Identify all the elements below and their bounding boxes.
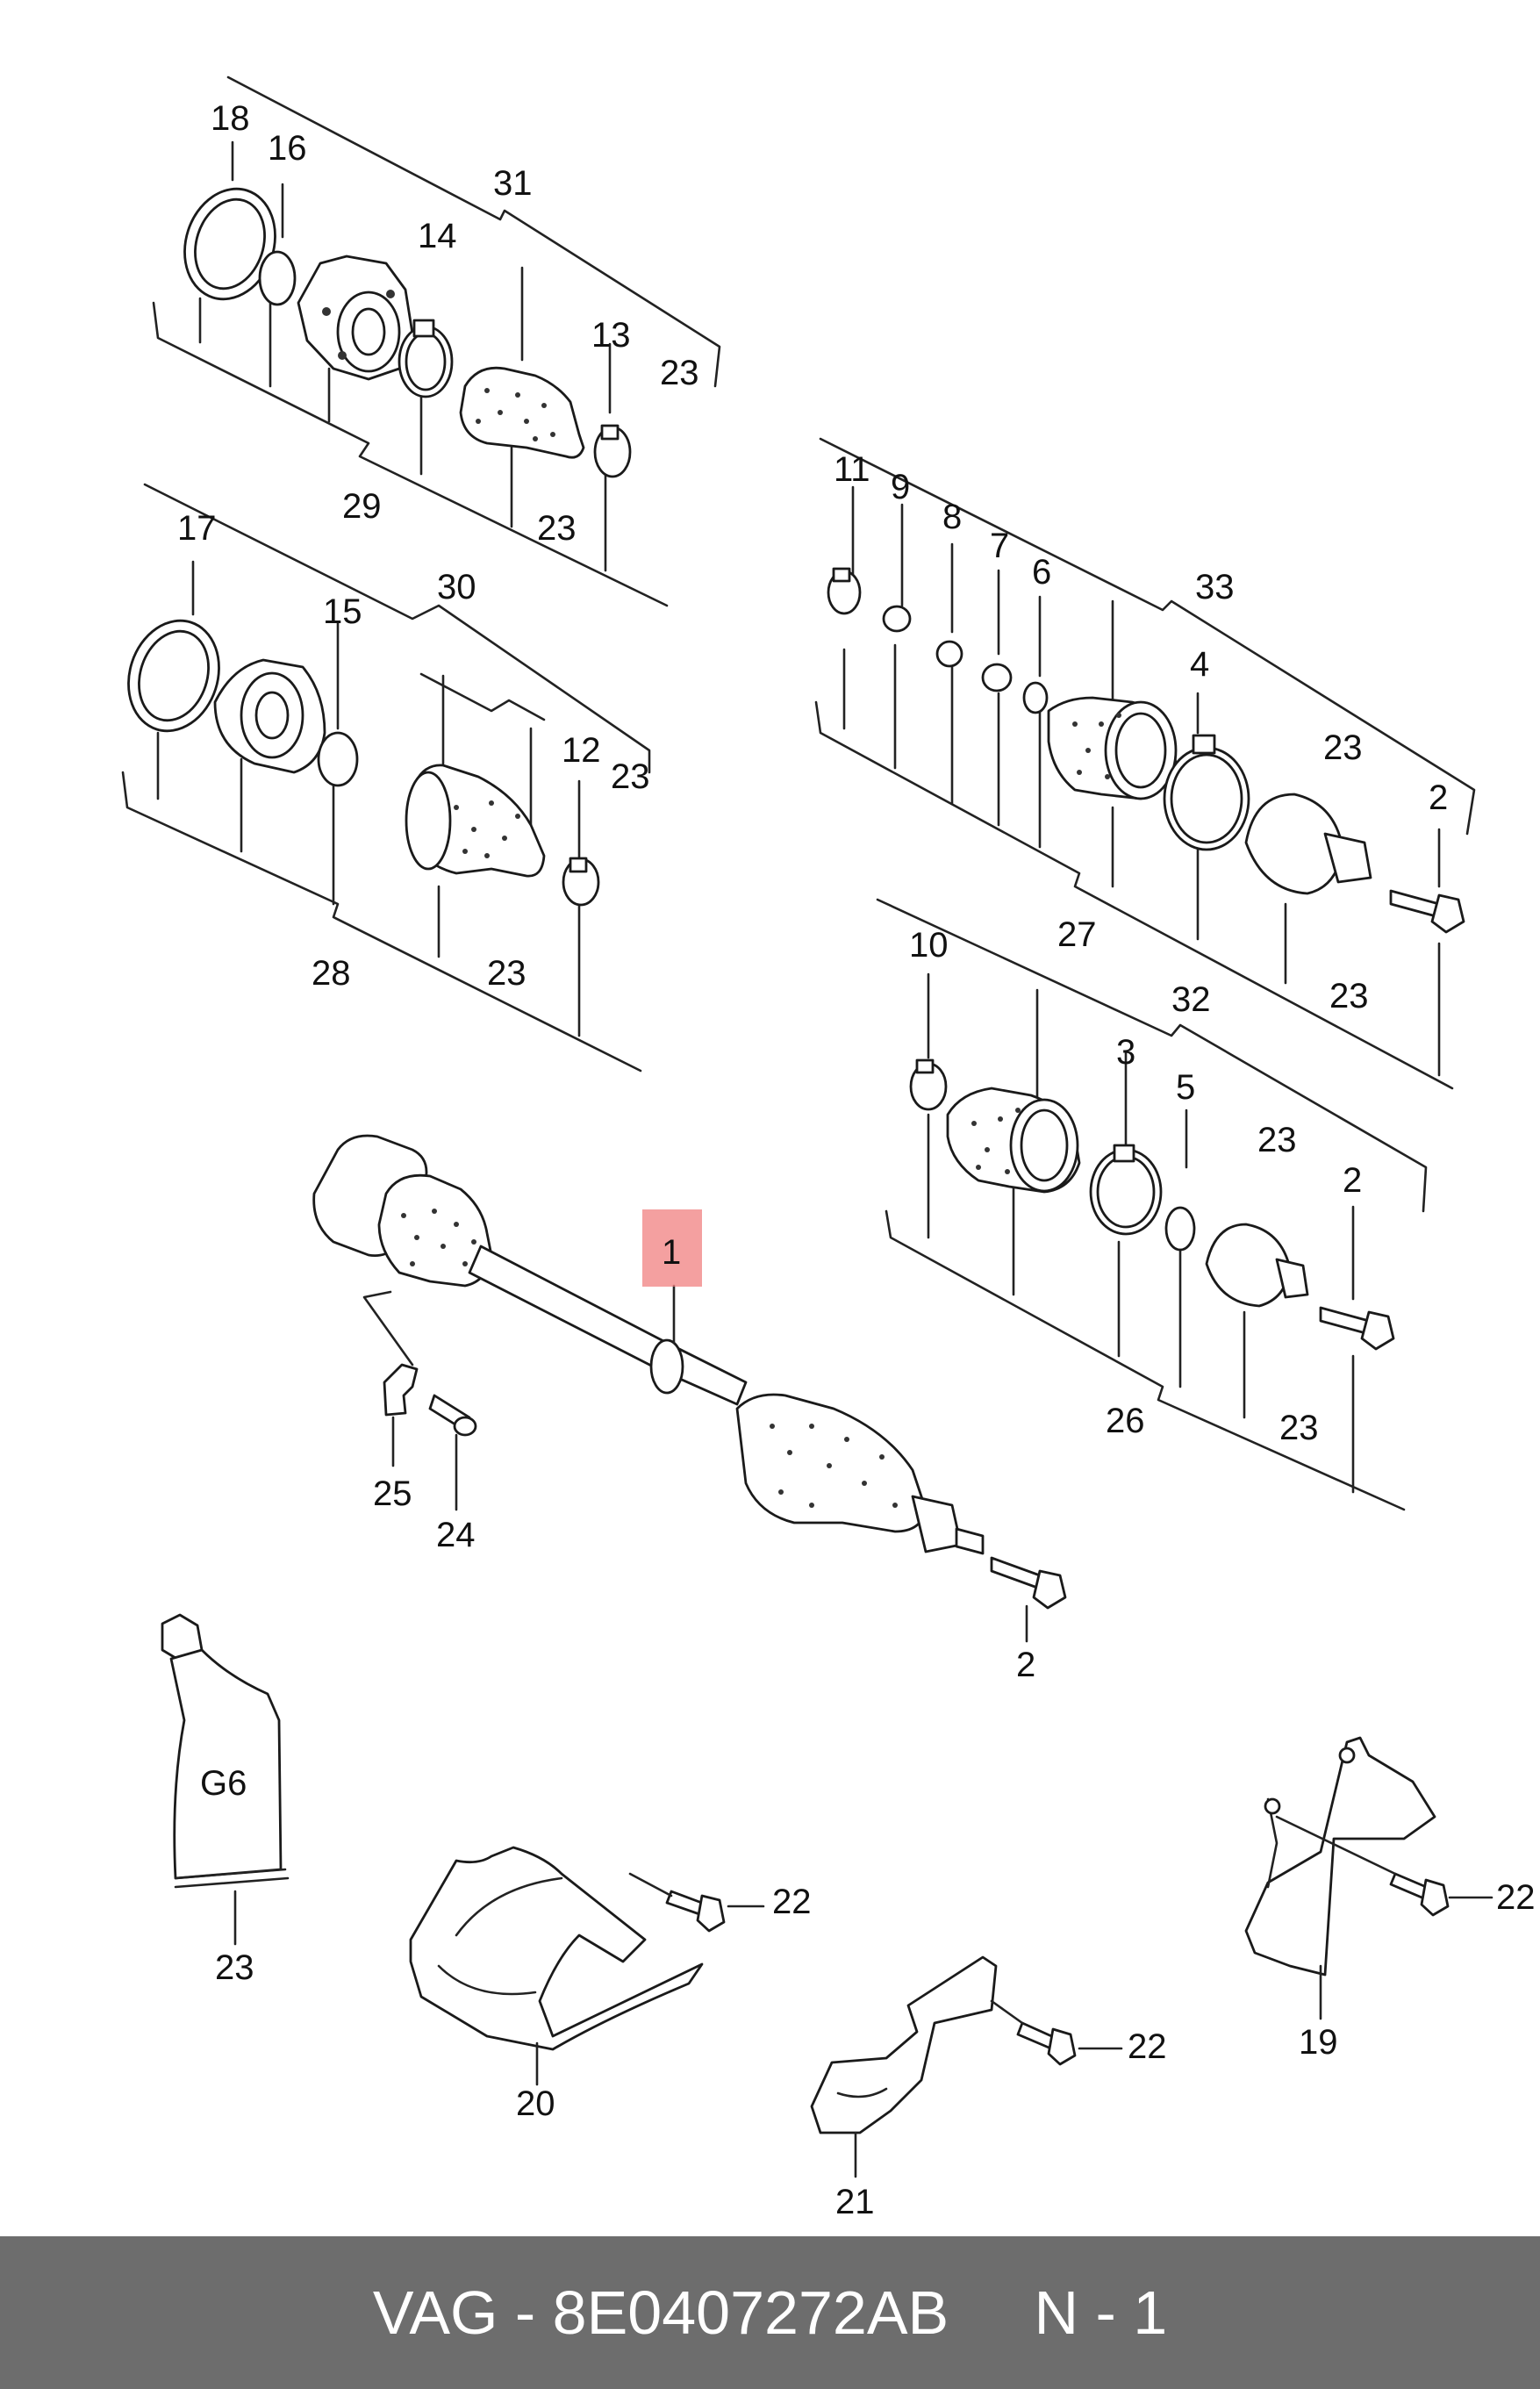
callout-12: 12 xyxy=(562,731,601,770)
group-31-outer-cv-kit xyxy=(152,75,721,607)
axle-shaft xyxy=(468,1245,748,1406)
grease-tube-23: G6 xyxy=(161,1613,290,1946)
callout-20: 20 xyxy=(516,2084,555,2123)
callout-23-group33-right: 23 xyxy=(1323,728,1363,767)
callout-23-group31-bottom: 23 xyxy=(537,509,577,548)
callout-32: 32 xyxy=(1171,980,1211,1019)
circlip-16 xyxy=(258,250,297,306)
callout-6: 6 xyxy=(1032,553,1051,592)
callout-9: 9 xyxy=(891,468,910,506)
exploded-parts-diagram: G6 18 16 31 14 xyxy=(121,75,1536,2221)
part-number-caption: VAG - 8E0407272AB N - 1 xyxy=(372,2278,1168,2347)
callout-7: 7 xyxy=(990,527,1009,565)
bracket-21 xyxy=(810,1955,1123,2178)
heat-shield-19 xyxy=(1244,1736,1493,2020)
washer-9 xyxy=(882,605,912,633)
damper-ring xyxy=(649,1338,684,1395)
callout-22-bracket21: 22 xyxy=(1128,2027,1167,2066)
circlip-6 xyxy=(1022,681,1049,714)
callout-19: 19 xyxy=(1299,2023,1338,2062)
callout-2-group32: 2 xyxy=(1343,1161,1362,1200)
callout-30: 30 xyxy=(437,568,476,606)
callout-33: 33 xyxy=(1195,568,1235,606)
callout-13: 13 xyxy=(591,316,631,355)
callout-5: 5 xyxy=(1176,1068,1195,1107)
tube-label: G6 xyxy=(200,1764,247,1803)
callout-1: 1 xyxy=(662,1233,681,1272)
callout-23-group30-bottom: 23 xyxy=(487,954,526,993)
callout-22-shield20: 22 xyxy=(772,1883,812,1921)
group-30-inner-cv-kit xyxy=(121,483,651,1073)
callout-11: 11 xyxy=(834,450,870,489)
callout-10: 10 xyxy=(909,926,949,965)
washer-8 xyxy=(935,640,963,668)
callout-23-group30-right: 23 xyxy=(611,757,650,796)
callout-29: 29 xyxy=(342,487,382,526)
callout-26: 26 xyxy=(1106,1402,1145,1440)
callout-28: 28 xyxy=(312,954,351,993)
drive-shaft-assembly-1 xyxy=(312,1134,1067,1643)
callout-23-group33-bottom: 23 xyxy=(1329,977,1369,1015)
callout-22-shield19: 22 xyxy=(1496,1878,1536,1917)
bolt-2-lower xyxy=(990,1556,1042,1590)
callout-23-tube: 23 xyxy=(215,1948,254,1987)
circlip-5 xyxy=(1164,1206,1196,1252)
callout-31: 31 xyxy=(493,164,533,203)
outer-cv-stub xyxy=(911,1495,963,1553)
callout-23-group31-right: 23 xyxy=(660,354,699,392)
cv-boot-31 xyxy=(459,366,585,459)
bracket-25 xyxy=(383,1363,419,1417)
callout-4: 4 xyxy=(1190,645,1209,684)
group-32-outer-cv-kit xyxy=(876,898,1428,1511)
callout-8: 8 xyxy=(942,498,962,536)
bolt-2-upper xyxy=(1389,889,1441,919)
spacer-7 xyxy=(981,663,1013,692)
seal-ring-18-inner xyxy=(194,197,266,291)
callout-23-group32-bottom: 23 xyxy=(1279,1409,1319,1447)
highlight-box xyxy=(642,1209,702,1287)
group-33-outer-cv-kit xyxy=(814,437,1476,1090)
callout-15: 15 xyxy=(323,592,362,631)
callout-23-group32-right: 23 xyxy=(1257,1121,1297,1159)
bolt-2-middle xyxy=(1319,1306,1371,1336)
callout-18: 18 xyxy=(211,99,250,138)
callout-17: 17 xyxy=(177,509,217,548)
footer-bar: VAG - 8E0407272AB N - 1 xyxy=(0,2236,1540,2389)
circlip-15 xyxy=(317,731,359,787)
callout-3: 3 xyxy=(1116,1033,1135,1072)
callout-16: 16 xyxy=(268,129,307,168)
callout-2-group33: 2 xyxy=(1429,778,1448,817)
callout-27: 27 xyxy=(1057,915,1097,954)
callout-25: 25 xyxy=(373,1474,412,1513)
callout-2-shaft: 2 xyxy=(1016,1646,1035,1684)
callout-14: 14 xyxy=(418,217,457,255)
callout-21: 21 xyxy=(835,2183,875,2221)
callout-24: 24 xyxy=(436,1516,476,1554)
heat-shield-20 xyxy=(409,1846,765,2086)
outer-cv-boot xyxy=(735,1393,928,1533)
